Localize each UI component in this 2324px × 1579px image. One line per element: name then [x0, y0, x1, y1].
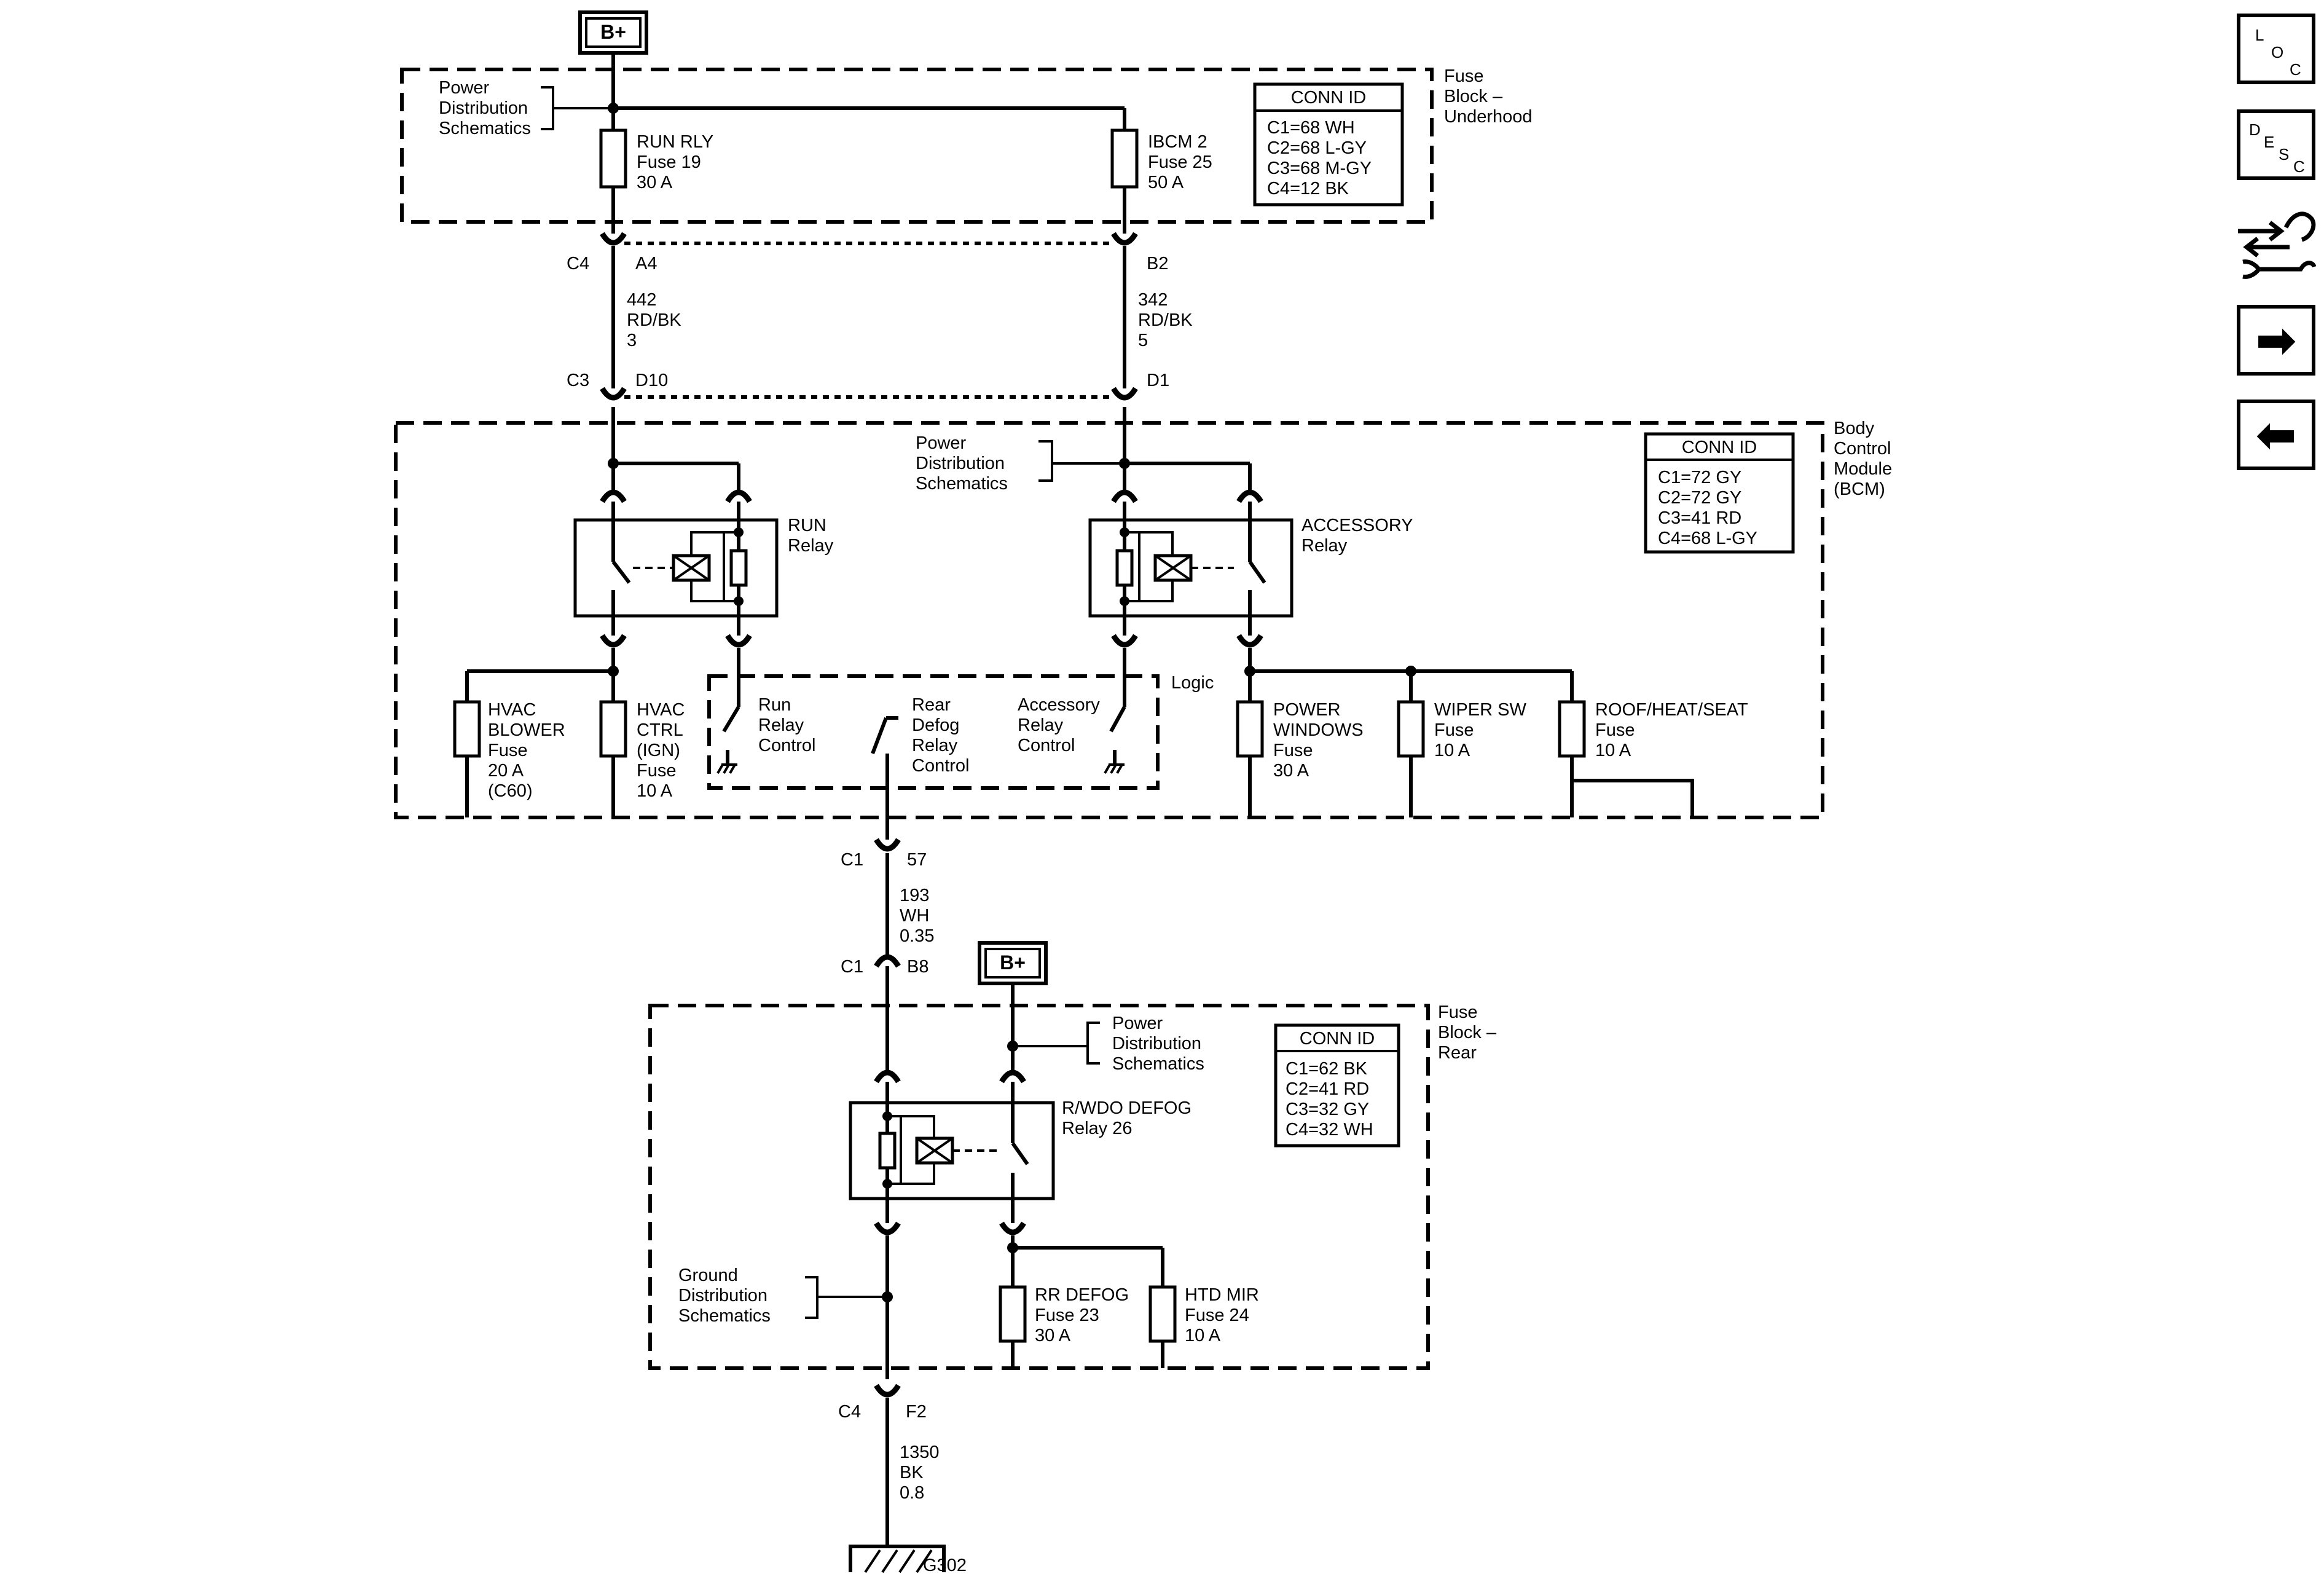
arrows-wrench-icon [2238, 211, 2317, 279]
loc-letter-c: C [2290, 60, 2301, 79]
connector-c1-57 [874, 838, 901, 852]
svg-text:D1: D1 [1147, 371, 1169, 390]
loc-letter-l: L [2255, 26, 2264, 44]
svg-text:G302: G302 [923, 1556, 967, 1575]
ground-g302 [849, 1545, 946, 1573]
connector-c3-d1 [1111, 387, 1138, 401]
svg-text:CONN ID: CONN ID [1291, 88, 1366, 108]
run-relay [573, 502, 779, 636]
svg-text:Logic: Logic [1171, 673, 1214, 693]
connector-c4-f2 [874, 1384, 901, 1398]
bcm-border [394, 421, 1824, 819]
desc-letter-c: C [2293, 157, 2305, 176]
accessory-relay [1088, 502, 1294, 636]
svg-text:B+: B+ [1000, 951, 1026, 974]
svg-text:C3: C3 [567, 371, 589, 390]
right-arrow-icon: ➡ [2255, 311, 2297, 369]
battery-terminal-rear: B+ [978, 941, 1048, 985]
svg-text:F2: F2 [906, 1402, 927, 1422]
bcm-logic-box [707, 674, 1160, 790]
svg-text:C4: C4 [838, 1402, 861, 1422]
power-windows-fuse [1236, 700, 1264, 758]
desc-letter-d: D [2249, 120, 2261, 139]
hvac-blower-fuse [453, 700, 481, 758]
ibcm-2-fuse-25 [1110, 128, 1139, 189]
connector-c4-b2 [1111, 232, 1138, 246]
connector-c3-d10 [600, 387, 627, 401]
wiper-sw-fuse [1397, 700, 1425, 758]
connector-c4-a4 [600, 232, 627, 246]
left-arrow-icon: ⬅ [2255, 406, 2297, 463]
diagnostic-tools-button[interactable] [2234, 202, 2318, 283]
hvac-ctrl-fuse [599, 700, 627, 758]
run-rly-fuse-19 [599, 128, 627, 189]
roof-heat-seat-fuse [1558, 700, 1586, 758]
rwdo-defog-relay-26 [849, 1082, 1055, 1223]
desc-letter-e: E [2264, 133, 2275, 151]
connector-c1-b8 [874, 954, 901, 968]
battery-terminal-top: B+ [578, 10, 648, 55]
description-button[interactable]: D E S C [2237, 109, 2315, 180]
svg-text:C1: C1 [841, 957, 863, 977]
loc-letter-o: O [2271, 43, 2284, 61]
rr-defog-fuse-23 [999, 1285, 1027, 1343]
svg-text:CONN ID: CONN ID [1682, 438, 1757, 457]
fuse-block-rear-border [648, 1004, 1430, 1370]
location-button[interactable]: L O C [2237, 14, 2315, 84]
svg-text:D10: D10 [635, 371, 668, 390]
desc-letter-s: S [2279, 145, 2290, 163]
svg-text:CONN ID: CONN ID [1300, 1029, 1375, 1049]
svg-text:B2: B2 [1147, 254, 1168, 274]
fuse-block-underhood-border [400, 68, 1434, 224]
previous-page-button[interactable]: ⬅ [2237, 400, 2315, 470]
htd-mir-fuse-24 [1148, 1285, 1177, 1343]
next-page-button[interactable]: ➡ [2237, 305, 2315, 376]
svg-text:A4: A4 [635, 254, 657, 274]
svg-text:B8: B8 [907, 957, 928, 977]
svg-text:57: 57 [907, 850, 927, 870]
svg-text:C1: C1 [841, 850, 863, 870]
svg-text:C4: C4 [567, 254, 589, 274]
svg-text:B+: B+ [600, 21, 626, 43]
